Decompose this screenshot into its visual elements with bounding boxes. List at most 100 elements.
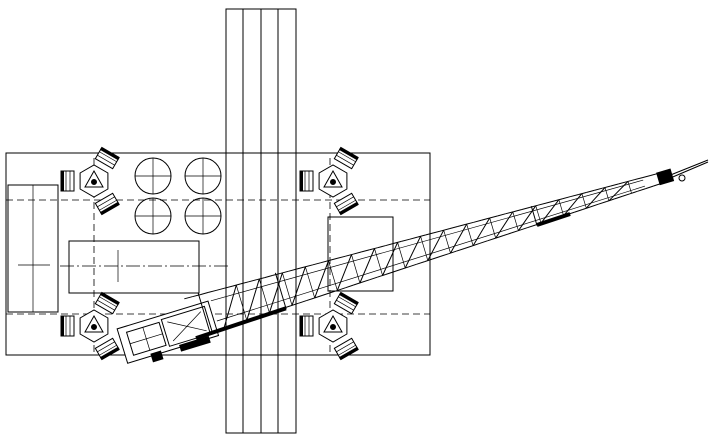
boom-lacing: [359, 248, 375, 284]
boom-chord: [336, 255, 346, 259]
shoe-rib: [336, 154, 354, 166]
pad-triangle: [323, 169, 343, 188]
boom-chord: [463, 245, 473, 250]
boom-chord: [618, 181, 627, 185]
boom-chord: [569, 194, 579, 198]
carrier-outline: [68, 240, 200, 294]
boom-chord: [424, 258, 433, 263]
boom-batten: [397, 242, 406, 269]
boom-lacing: [336, 254, 352, 291]
outrigger-box: [327, 216, 394, 292]
boom-chord: [416, 261, 425, 265]
shoe-rib: [338, 344, 356, 356]
boom-chord: [312, 262, 322, 266]
boom-chord: [313, 295, 323, 299]
pad-shoe: [94, 337, 120, 361]
lattice-boom: [184, 159, 709, 340]
boom-chord: [329, 289, 338, 294]
boom-chord: [519, 227, 528, 231]
boom-chord: [545, 200, 555, 204]
pad-triangle: [84, 169, 104, 188]
boom-chord: [385, 243, 394, 247]
boom-chord: [561, 196, 571, 200]
boom-chord: [497, 213, 506, 217]
boom-chord: [240, 281, 249, 285]
shoe-edge: [99, 201, 120, 216]
boom-chord: [248, 279, 257, 283]
boom-chord: [440, 253, 449, 257]
boom-chord: [489, 215, 498, 219]
boom-section-joint: [274, 272, 287, 310]
boom-tip-sheave: [656, 168, 675, 186]
boom-chord: [574, 209, 583, 213]
boom-lacing: [450, 223, 468, 254]
boom-chord: [200, 291, 209, 296]
boom-chord: [321, 292, 331, 296]
boom-lacing: [585, 187, 606, 209]
boom-chord: [503, 232, 512, 236]
boom-lacing: [427, 229, 445, 261]
boom-lacing: [314, 260, 329, 299]
boom-chord: [401, 238, 410, 242]
boom-section-joint: [197, 292, 211, 335]
boom-chord: [320, 260, 330, 264]
boom-batten: [374, 248, 383, 276]
shoe-edge: [338, 291, 359, 306]
boom-chord: [208, 289, 217, 293]
outrigger-pad: [299, 146, 359, 216]
shoe-rib: [97, 341, 115, 353]
boom-chord: [361, 279, 370, 283]
outrigger-pad: [60, 146, 120, 216]
ballast-circles: [134, 157, 222, 235]
shoe-edge: [338, 201, 359, 216]
boom-batten: [466, 224, 474, 246]
boom-lacing: [495, 211, 514, 239]
shoe-edge: [60, 315, 64, 337]
pad-pin: [330, 179, 336, 185]
pad-triangle: [323, 314, 343, 333]
shoe-rib: [338, 296, 356, 308]
boom-lacing: [268, 272, 283, 313]
boom-batten: [581, 193, 587, 209]
boom-chord: [409, 236, 418, 240]
boom-chord: [360, 249, 370, 253]
pad-shoe: [333, 337, 359, 361]
pad-shoe: [94, 192, 120, 216]
boom-inner-chord: [210, 179, 644, 302]
boom-batten: [235, 284, 248, 321]
boom-chord: [513, 209, 523, 213]
shoe-rib: [336, 341, 354, 353]
boom-batten: [282, 272, 293, 306]
boom-chord: [457, 223, 466, 227]
pad-shoe: [333, 291, 359, 315]
shoe-edge: [99, 291, 120, 306]
shoe-edge: [99, 346, 120, 361]
boom-chord: [481, 217, 490, 221]
shoe-rib: [99, 344, 117, 356]
pad-shoe: [333, 146, 359, 170]
pad-shoe: [60, 170, 75, 192]
shoe-rib: [97, 299, 115, 311]
boom-batten: [558, 199, 564, 216]
boom-lacing: [608, 181, 629, 202]
boom-batten: [420, 236, 429, 261]
boom-batten: [512, 211, 519, 231]
boom-chord: [473, 219, 482, 223]
boom-chord: [432, 255, 441, 260]
boom-batten: [328, 260, 338, 291]
boom-chord: [479, 240, 488, 244]
shoe-edge: [60, 170, 64, 192]
boom-chord: [328, 257, 338, 261]
boom-chord: [602, 185, 611, 189]
outrigger-pad: [60, 291, 120, 361]
boom-lacing: [563, 193, 583, 217]
boom-chord: [521, 206, 531, 210]
shoe-edge: [99, 146, 120, 161]
carrier-frame: [60, 240, 230, 294]
shoe-rib: [336, 196, 354, 208]
pad-shoe: [333, 192, 359, 216]
boom-lacing: [246, 278, 260, 321]
boom-chord: [598, 201, 607, 205]
boom-chord: [369, 276, 378, 281]
